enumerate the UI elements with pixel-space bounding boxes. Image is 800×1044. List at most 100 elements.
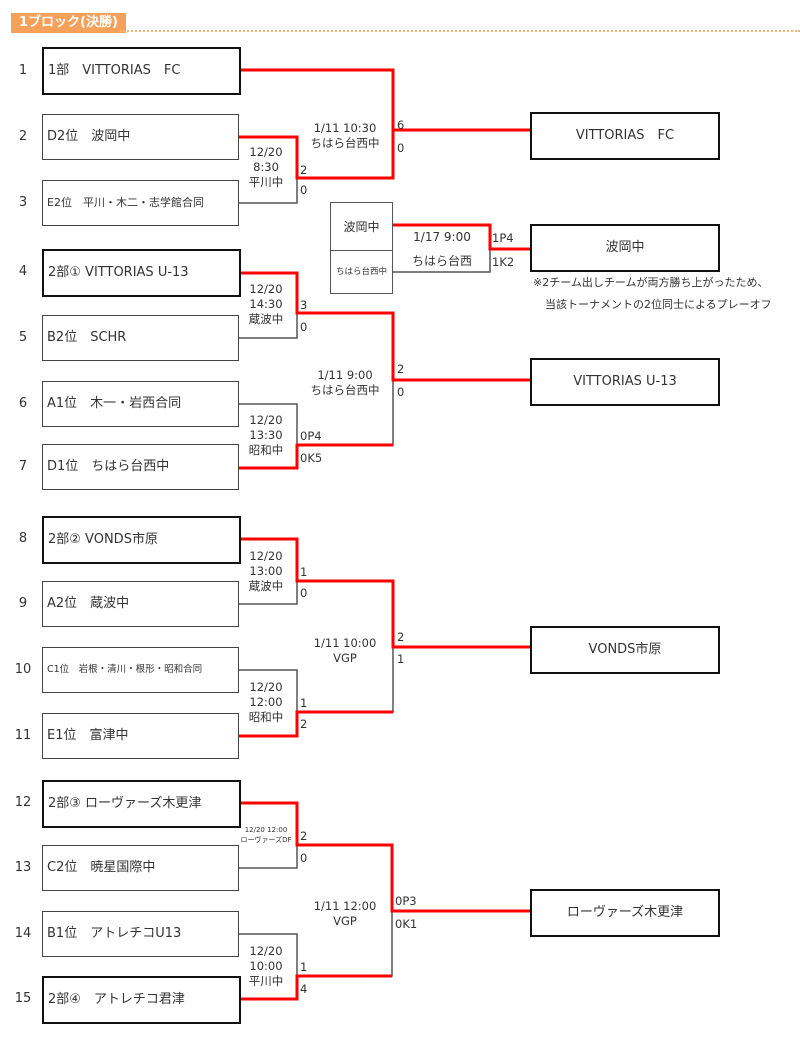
seed-number: 6 [18, 396, 28, 411]
score: 0 [300, 320, 308, 334]
match-date: 12/20 [249, 944, 283, 958]
score: 1P4 [492, 231, 514, 245]
seed-number: 5 [18, 330, 28, 345]
seed-number: 10 [14, 662, 32, 677]
match-venue: 蔵波中 [248, 312, 284, 326]
match-date: 12/20 [249, 282, 283, 296]
match-info: 12/20 13:00 蔵波中 [216, 549, 316, 594]
team-box: 2部① VITTORIAS U-13 [42, 249, 241, 297]
match-time: 13:00 [249, 564, 283, 578]
match-venue: ちはら台西中 [310, 383, 380, 397]
seed-number: 14 [14, 926, 32, 941]
seed-number: 12 [14, 795, 32, 810]
seed-number: 4 [18, 264, 28, 279]
match-venue: 蔵波中 [248, 579, 284, 593]
match-venue: ちはら台西中 [310, 136, 380, 150]
score: 1 [300, 696, 308, 710]
team-box: A1位 木一・岩西合同 [42, 381, 239, 427]
match-venue: 昭和中 [248, 443, 284, 457]
match-time: 12:00 [249, 695, 283, 709]
seed-number: 15 [14, 991, 32, 1006]
winner-box: VITTORIAS FC [530, 112, 720, 160]
match-info: 12/20 12:00 ローヴァーズDF [216, 825, 316, 845]
seed-number: 8 [18, 531, 28, 546]
playoff-date: 1/17 9:00 [413, 230, 471, 244]
team-box: B1位 アトレチコU13 [42, 911, 239, 957]
match-info: 12/20 14:30 蔵波中 [216, 282, 316, 327]
match-time: 13:30 [249, 428, 283, 442]
score: 0 [397, 385, 405, 399]
seed-number: 11 [14, 728, 32, 743]
playoff-team-a: 波岡中 [330, 202, 393, 252]
match-info: 12/20 12:00 昭和中 [216, 680, 316, 725]
team-box: C1位 岩根・清川・根形・昭和合同 [42, 647, 239, 693]
score: 1 [300, 960, 308, 974]
score: 0K1 [395, 917, 418, 931]
score: 2 [397, 630, 405, 644]
seed-number: 13 [14, 860, 32, 875]
playoff-venue: ちはら台西 [411, 254, 472, 268]
playoff-note: ※2チーム出しチームが両方勝ち上がったため、 [533, 276, 769, 289]
final-info: 1/11 10:30 ちはら台西中 [295, 121, 395, 151]
score: 2 [300, 829, 308, 843]
score: 2 [397, 362, 405, 376]
match-datetime: 1/11 10:00 [313, 636, 377, 650]
team-box: C2位 暁星国際中 [42, 845, 239, 891]
score: 3 [300, 298, 308, 312]
match-venue: VGP [333, 914, 357, 928]
score: 2 [300, 163, 308, 177]
match-info: 12/20 10:00 平川中 [216, 944, 316, 989]
match-datetime: 1/11 9:00 [317, 368, 373, 382]
score: 0 [397, 141, 405, 155]
team-box: B2位 SCHR [42, 315, 239, 361]
match-info: 12/20 8:30 平川中 [216, 145, 316, 190]
title-divider [120, 30, 800, 32]
score: 0 [300, 586, 308, 600]
match-time: 8:30 [253, 160, 279, 174]
score: 0K5 [300, 451, 323, 465]
match-venue: ローヴァーズDF [240, 836, 292, 844]
match-venue: VGP [333, 651, 357, 665]
score: 2 [300, 717, 308, 731]
team-box: 2部④ アトレチコ君津 [42, 976, 241, 1024]
playoff-team-b: ちはら台西中 [330, 250, 393, 294]
team-box: D1位 ちはら台西中 [42, 444, 239, 490]
team-box: A2位 蔵波中 [42, 581, 239, 627]
winner-box: VITTORIAS U-13 [530, 358, 720, 406]
score: 0P4 [300, 429, 322, 443]
winner-box: VONDS市原 [530, 626, 720, 674]
match-date: 12/20 [249, 680, 283, 694]
seed-number: 7 [18, 459, 28, 474]
final-info: 1/11 10:00 VGP [295, 636, 395, 666]
seed-number: 2 [18, 129, 28, 144]
match-date: 12/20 [249, 413, 283, 427]
block-title: 1ブロック(決勝) [11, 13, 126, 33]
match-datetime: 1/11 10:30 [313, 121, 377, 135]
score: 0 [300, 183, 308, 197]
team-box: 1部 VITTORIAS FC [42, 47, 241, 95]
match-date: 12/20 [249, 549, 283, 563]
team-box: D2位 波岡中 [42, 114, 239, 160]
winner-lines [235, 68, 530, 1001]
seed-number: 9 [18, 596, 28, 611]
seed-number: 3 [18, 195, 28, 210]
match-venue: 昭和中 [248, 710, 284, 724]
match-info: 12/20 13:30 昭和中 [216, 413, 316, 458]
playoff-note: 当該トーナメントの2位同士によるプレーオフ [545, 298, 772, 311]
score: 0 [300, 851, 308, 865]
team-box: 2部③ ローヴァーズ木更津 [42, 780, 241, 828]
score: 0P3 [395, 894, 417, 908]
winner-box: 波岡中 [530, 224, 720, 272]
match-venue: 平川中 [248, 175, 284, 189]
score: 1 [397, 652, 405, 666]
match-datetime: 1/11 12:00 [313, 899, 377, 913]
match-datetime: 12/20 12:00 [244, 826, 288, 834]
final-info: 1/11 9:00 ちはら台西中 [295, 368, 395, 398]
score: 4 [300, 982, 308, 996]
team-box: 2部② VONDS市原 [42, 516, 241, 564]
match-time: 14:30 [249, 297, 283, 311]
score: 1 [300, 565, 308, 579]
team-box: E1位 富津中 [42, 713, 239, 759]
